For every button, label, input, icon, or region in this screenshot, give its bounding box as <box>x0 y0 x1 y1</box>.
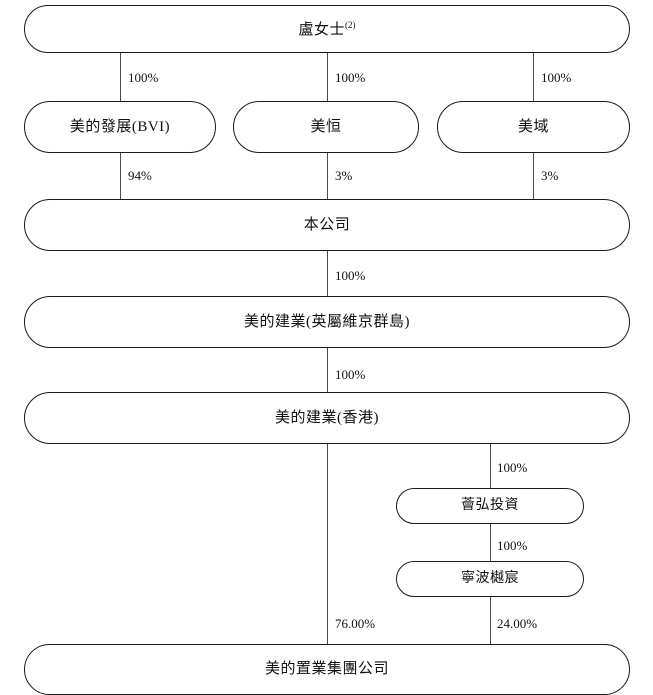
percent-label-company-to-bvi: 100% <box>335 268 366 283</box>
node-label-midea-jianye-bvi: 美的建業(英屬維京群島) <box>244 313 410 330</box>
connector-hk-to-group-left <box>327 443 328 645</box>
node-label-lu-madam: 盧女士(2) <box>298 19 356 38</box>
node-label-meiheng: 美恒 <box>310 118 342 135</box>
percent-label-lu-to-meiyu: 100% <box>541 70 572 85</box>
percent-label-meiheng-to-company: 3% <box>335 168 353 183</box>
node-ningbo-yuechen[interactable]: 寧波樾宸 <box>396 561 584 597</box>
percent-label-meiyu-to-company: 3% <box>541 168 559 183</box>
percent-label-lu-to-meiheng: 100% <box>335 70 366 85</box>
percent-label-hk-to-group: 76.00% <box>335 616 376 631</box>
connector-lu-to-meiyu <box>533 53 534 102</box>
percent-label-ningbo-to-group: 24.00% <box>497 616 538 631</box>
node-superscript-lu-madam: (2) <box>345 19 356 30</box>
percent-label-bvi-to-hk: 100% <box>335 367 366 382</box>
percent-label-lu-to-midea-development: 100% <box>128 70 159 85</box>
node-label-the-company: 本公司 <box>303 216 351 233</box>
node-label-meiyu: 美域 <box>517 118 549 135</box>
node-midea-development-bvi[interactable]: 美的發展(BVI) <box>24 101 216 153</box>
node-huihong-investment[interactable]: 薈弘投資 <box>396 488 584 524</box>
node-text-lu-madam: 盧女士 <box>298 21 345 38</box>
node-label-ningbo-yuechen: 寧波樾宸 <box>461 571 519 586</box>
connector-lu-to-midea-development <box>120 53 121 102</box>
connector-hk-to-huihong <box>490 443 491 488</box>
node-the-company[interactable]: 本公司 <box>24 199 630 251</box>
node-label-midea-development-bvi: 美的發展(BVI) <box>69 118 171 135</box>
percent-label-midea-development-to-company: 94% <box>128 168 152 183</box>
node-label-midea-jianye-hk: 美的建業(香港) <box>275 409 379 426</box>
connector-ningbo-to-group-right <box>490 597 491 645</box>
node-label-midea-real-estate-group: 美的置業集團公司 <box>264 661 389 677</box>
percent-label-hk-to-huihong: 100% <box>497 460 528 475</box>
connector-meiheng-to-company <box>327 152 328 200</box>
node-meiyu[interactable]: 美域 <box>437 101 630 153</box>
connector-company-to-bvi <box>327 251 328 299</box>
node-midea-real-estate-group[interactable]: 美的置業集團公司 <box>24 644 630 695</box>
node-lu-madam[interactable]: 盧女士(2) <box>24 5 630 53</box>
connector-midea-development-to-company <box>120 152 121 200</box>
node-label-huihong-investment: 薈弘投資 <box>461 498 519 513</box>
connector-huihong-to-ningbo <box>490 524 491 562</box>
node-meiheng[interactable]: 美恒 <box>233 101 419 153</box>
connector-meiyu-to-company <box>533 152 534 200</box>
percent-label-huihong-to-ningbo: 100% <box>497 538 528 553</box>
connector-bvi-to-hk <box>327 347 328 395</box>
node-midea-jianye-hk[interactable]: 美的建業(香港) <box>24 392 630 444</box>
node-midea-jianye-bvi[interactable]: 美的建業(英屬維京群島) <box>24 296 630 348</box>
connector-lu-to-meiheng <box>327 53 328 102</box>
